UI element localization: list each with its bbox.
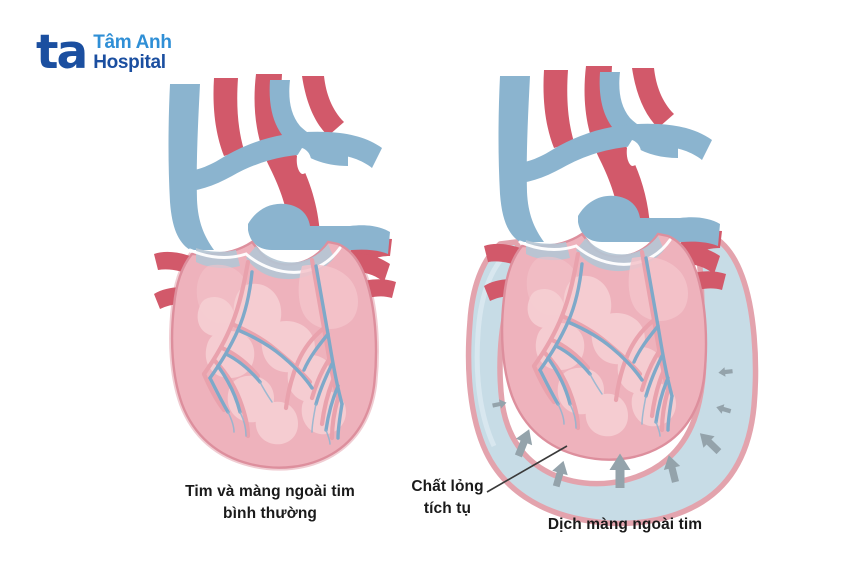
logo-text-hospital: Hospital bbox=[93, 51, 166, 73]
brand-logo: ta Tâm Anh Hospital bbox=[36, 25, 172, 81]
label-fluid-accumulation: Chất lỏng tích tụ bbox=[411, 478, 484, 518]
logo-text-tam-anh: Tâm Anh bbox=[93, 32, 172, 53]
logo-wordmark: Tâm Anh Hospital bbox=[93, 32, 172, 73]
caption-normal-heart: Tim và màng ngoài tim bình thường bbox=[185, 483, 355, 523]
effusion-heart-body bbox=[484, 66, 726, 460]
panel-normal-heart bbox=[154, 74, 396, 471]
fluid-leader-line bbox=[486, 445, 568, 493]
normal-heart-body bbox=[154, 74, 396, 468]
logo-mark-ta: ta bbox=[36, 25, 88, 81]
panel-effusion-heart bbox=[465, 66, 759, 527]
caption-pericardial-effusion: Dịch màng ngoài tim bbox=[547, 516, 703, 533]
